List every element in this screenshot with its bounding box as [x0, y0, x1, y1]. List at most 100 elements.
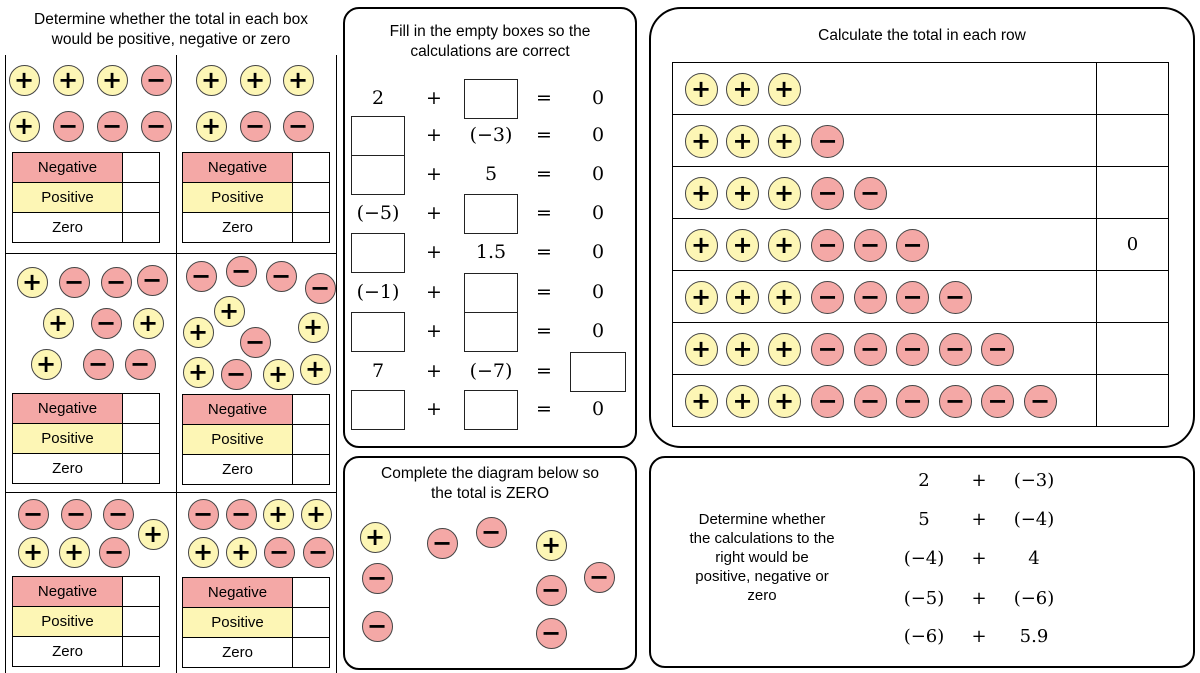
minus-icon: −: [190, 262, 212, 290]
b-term: (−3): [1013, 470, 1055, 491]
rows-title: Calculate the total in each row: [818, 27, 1026, 44]
positive-counter: +: [684, 280, 718, 314]
plus-icon: +: [773, 283, 795, 311]
empty-answer-box[interactable]: [464, 312, 518, 352]
minus-icon: −: [101, 112, 123, 140]
answer-cell[interactable]: [122, 182, 160, 213]
minus-icon: −: [141, 266, 163, 294]
negative-counter: −: [140, 110, 172, 142]
a-term: 2: [371, 87, 385, 109]
positive-counter: +: [726, 280, 759, 314]
minus-icon: −: [859, 387, 881, 415]
answer-cell[interactable]: [1096, 62, 1169, 115]
answer-cell[interactable]: [122, 152, 160, 183]
minus-icon: −: [817, 127, 838, 155]
answer-cell[interactable]: 0: [1096, 218, 1169, 271]
determine-text: Determine whether the calculations to th…: [689, 511, 835, 604]
minus-icon: −: [859, 231, 881, 259]
answer-cell[interactable]: [122, 423, 160, 454]
answer-cell[interactable]: [122, 212, 160, 243]
answer-cell[interactable]: [1096, 374, 1169, 427]
answer-cell[interactable]: [292, 212, 330, 243]
empty-answer-box[interactable]: [464, 79, 518, 119]
empty-answer-box[interactable]: [464, 273, 518, 313]
diagram-panel: [343, 456, 637, 670]
answer-cell[interactable]: [122, 393, 160, 424]
answer-cell[interactable]: [1096, 166, 1169, 219]
minus-icon: −: [107, 500, 129, 528]
positive-counter: +: [684, 72, 718, 106]
plus-operator: +: [426, 87, 442, 109]
option-negative: Negative: [12, 576, 123, 607]
minus-icon: −: [859, 335, 881, 363]
answer-cell[interactable]: [292, 152, 330, 183]
plus-icon: +: [137, 309, 159, 337]
positive-counter: +: [535, 529, 567, 561]
answer-cell[interactable]: [292, 394, 330, 425]
answer-cell[interactable]: [122, 636, 160, 667]
negative-counter: −: [225, 255, 257, 287]
plus-icon: +: [732, 335, 753, 363]
positive-counter: +: [195, 64, 227, 96]
negative-counter: −: [811, 384, 844, 418]
left-title: Determine whether the total in each box …: [34, 11, 308, 48]
minus-icon: −: [817, 283, 838, 311]
minus-icon: −: [944, 335, 966, 363]
negative-counter: −: [361, 562, 393, 594]
empty-answer-box[interactable]: [464, 390, 518, 430]
positive-counter: +: [767, 280, 801, 314]
empty-answer-box[interactable]: [351, 390, 405, 430]
plus-operator: +: [426, 163, 442, 185]
minus-icon: −: [225, 360, 247, 388]
positive-counter: +: [58, 536, 90, 568]
options-table: Negative Positive Zero: [182, 394, 330, 485]
plus-icon: +: [287, 66, 309, 94]
plus-icon: +: [267, 500, 289, 528]
empty-answer-box[interactable]: [351, 116, 405, 156]
answer-cell[interactable]: [292, 607, 330, 638]
empty-answer-box[interactable]: [351, 155, 405, 195]
plus-operator: +: [426, 124, 442, 146]
plus-icon: +: [690, 127, 712, 155]
negative-counter: −: [185, 260, 217, 292]
plus-icon: +: [200, 112, 222, 140]
minus-icon: −: [65, 500, 87, 528]
plus-icon: +: [690, 75, 712, 103]
answer-cell[interactable]: [122, 576, 160, 607]
answer-cell[interactable]: [122, 453, 160, 484]
negative-counter: −: [1023, 384, 1057, 418]
positive-counter: +: [30, 348, 62, 380]
minus-icon: −: [366, 564, 388, 592]
answer-cell[interactable]: [1096, 114, 1169, 167]
minus-icon: −: [244, 112, 266, 140]
negative-counter: −: [220, 358, 252, 390]
empty-answer-box[interactable]: [351, 233, 405, 273]
negative-counter: −: [17, 498, 49, 530]
answer-cell[interactable]: [1096, 322, 1169, 375]
negative-counter: −: [981, 332, 1014, 366]
positive-counter: +: [182, 316, 214, 348]
empty-answer-box[interactable]: [351, 312, 405, 352]
negative-counter: −: [263, 536, 295, 568]
answer-cell[interactable]: [292, 637, 330, 668]
equals-sign: =: [536, 360, 552, 382]
positive-counter: +: [300, 498, 332, 530]
answer-cell[interactable]: [292, 577, 330, 608]
a-term: (−5): [903, 588, 945, 609]
plus-icon: +: [732, 75, 753, 103]
empty-answer-box[interactable]: [570, 352, 626, 392]
answer-cell[interactable]: [1096, 270, 1169, 323]
answer-cell[interactable]: [292, 424, 330, 455]
minus-icon: −: [817, 231, 838, 259]
answer-cell[interactable]: [122, 606, 160, 637]
plus-icon: +: [302, 313, 324, 341]
answer-cell[interactable]: [292, 182, 330, 213]
option-zero: Zero: [12, 636, 123, 667]
positive-counter: +: [684, 176, 718, 210]
plus-operator: +: [971, 470, 987, 491]
plus-icon: +: [773, 75, 795, 103]
minus-icon: −: [944, 387, 966, 415]
empty-answer-box[interactable]: [464, 194, 518, 234]
answer-cell[interactable]: [292, 454, 330, 485]
plus-icon: +: [773, 335, 795, 363]
